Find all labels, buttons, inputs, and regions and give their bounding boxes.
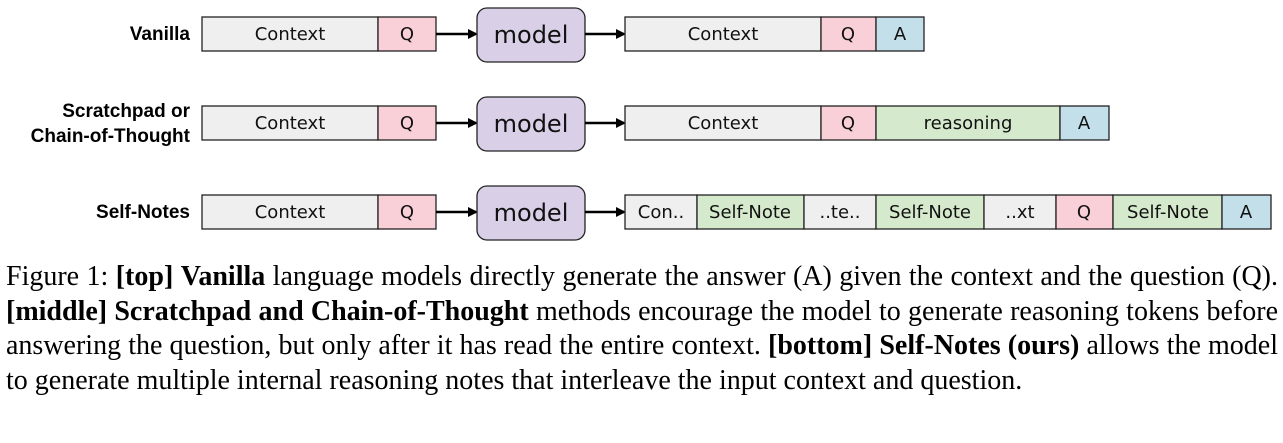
- model-box: model: [476, 7, 586, 63]
- row-vanilla: Vanilla Context Q model Context Q A: [130, 7, 925, 63]
- output-sequence: Context Q A: [624, 16, 925, 52]
- answer-cell: [1221, 194, 1272, 230]
- context-fragment-cell: [983, 194, 1057, 230]
- question-cell: [377, 194, 437, 230]
- context-cell: [201, 16, 379, 52]
- row-label-self-notes: Self-Notes: [96, 202, 190, 223]
- question-cell-label: Q: [841, 24, 855, 45]
- caption-middle-tag: [middle]: [6, 295, 108, 327]
- input-context-box: Context: [201, 16, 379, 52]
- caption-prefix: Figure 1:: [6, 261, 116, 292]
- self-note-label: Self-Note: [889, 202, 971, 223]
- context-fragment-label: ..xt: [1005, 202, 1034, 223]
- answer-cell: [1059, 105, 1110, 141]
- row-label-vanilla: Vanilla: [130, 24, 191, 45]
- row-label-scratchpad: Scratchpad or: [62, 101, 190, 122]
- caption-bottom-tag: [bottom]: [768, 330, 873, 361]
- self-note-cell: [1112, 194, 1223, 230]
- input-context-box: Context: [201, 105, 379, 141]
- question-cell-label: Q: [400, 202, 414, 223]
- context-fragment-label: ..te..: [819, 202, 860, 223]
- answer-cell-label: A: [1078, 113, 1091, 134]
- question-cell-label: Q: [1077, 202, 1091, 223]
- input-question-box: Q: [377, 194, 437, 230]
- row-scratchpad-cot: Scratchpad or Chain-of-Thought Context Q…: [31, 96, 1110, 152]
- context-cell-label: Context: [688, 24, 759, 45]
- model-label: model: [494, 21, 569, 49]
- context-cell-label: Context: [688, 113, 759, 134]
- context-fragment-cell: [624, 194, 698, 230]
- self-note-label: Self-Note: [709, 202, 791, 223]
- question-cell: [377, 16, 437, 52]
- input-question-box: Q: [377, 16, 437, 52]
- row-label-chain-of-thought: Chain-of-Thought: [31, 126, 191, 147]
- context-cell-label: Context: [255, 24, 326, 45]
- answer-cell: [875, 16, 925, 52]
- output-sequence: Context Q reasoning A: [624, 105, 1110, 141]
- row-self-notes: Self-Notes Context Q model Con.. Self-No…: [96, 185, 1272, 241]
- figure-caption: Figure 1: [top] Vanilla language models …: [6, 260, 1278, 398]
- reasoning-cell: [875, 105, 1061, 141]
- caption-bottom-text: allows the model to generate multiple in…: [6, 330, 1279, 396]
- question-cell-label: Q: [400, 113, 414, 134]
- method-comparison-diagram: Vanilla Context Q model Context Q A Scra…: [31, 7, 1272, 241]
- self-note-cell: [875, 194, 985, 230]
- model-label: model: [494, 199, 569, 227]
- question-cell-label: Q: [400, 24, 414, 45]
- context-cell: [201, 194, 379, 230]
- model-box: model: [476, 185, 586, 241]
- self-note-label: Self-Note: [1127, 202, 1209, 223]
- question-cell-label: Q: [841, 113, 855, 134]
- output-sequence: Con.. Self-Note ..te.. Self-Note ..xt Q …: [624, 194, 1272, 230]
- question-cell: [1055, 194, 1114, 230]
- answer-cell-label: A: [1240, 202, 1253, 223]
- input-context-box: Context: [201, 194, 379, 230]
- caption-bottom-bold: Self-Notes (ours): [879, 330, 1080, 361]
- answer-cell-label: A: [894, 24, 907, 45]
- model-box: model: [476, 96, 586, 152]
- context-cell: [624, 105, 822, 141]
- caption-top-text: language models directly generate the an…: [265, 261, 1278, 292]
- context-cell-label: Context: [255, 202, 326, 223]
- question-cell: [377, 105, 437, 141]
- context-cell-label: Context: [255, 113, 326, 134]
- context-fragment-label: Con..: [638, 202, 684, 223]
- question-cell: [820, 105, 877, 141]
- reasoning-cell-label: reasoning: [924, 113, 1013, 134]
- caption-middle-bold: Scratchpad and Chain-of-Thought: [114, 295, 529, 327]
- caption-top-tag: [top]: [115, 261, 174, 292]
- caption-middle-text: methods encourage the model to generate …: [6, 295, 1279, 362]
- caption-top-bold: Vanilla: [180, 261, 266, 292]
- context-cell: [624, 16, 822, 52]
- model-label: model: [494, 110, 569, 138]
- input-question-box: Q: [377, 105, 437, 141]
